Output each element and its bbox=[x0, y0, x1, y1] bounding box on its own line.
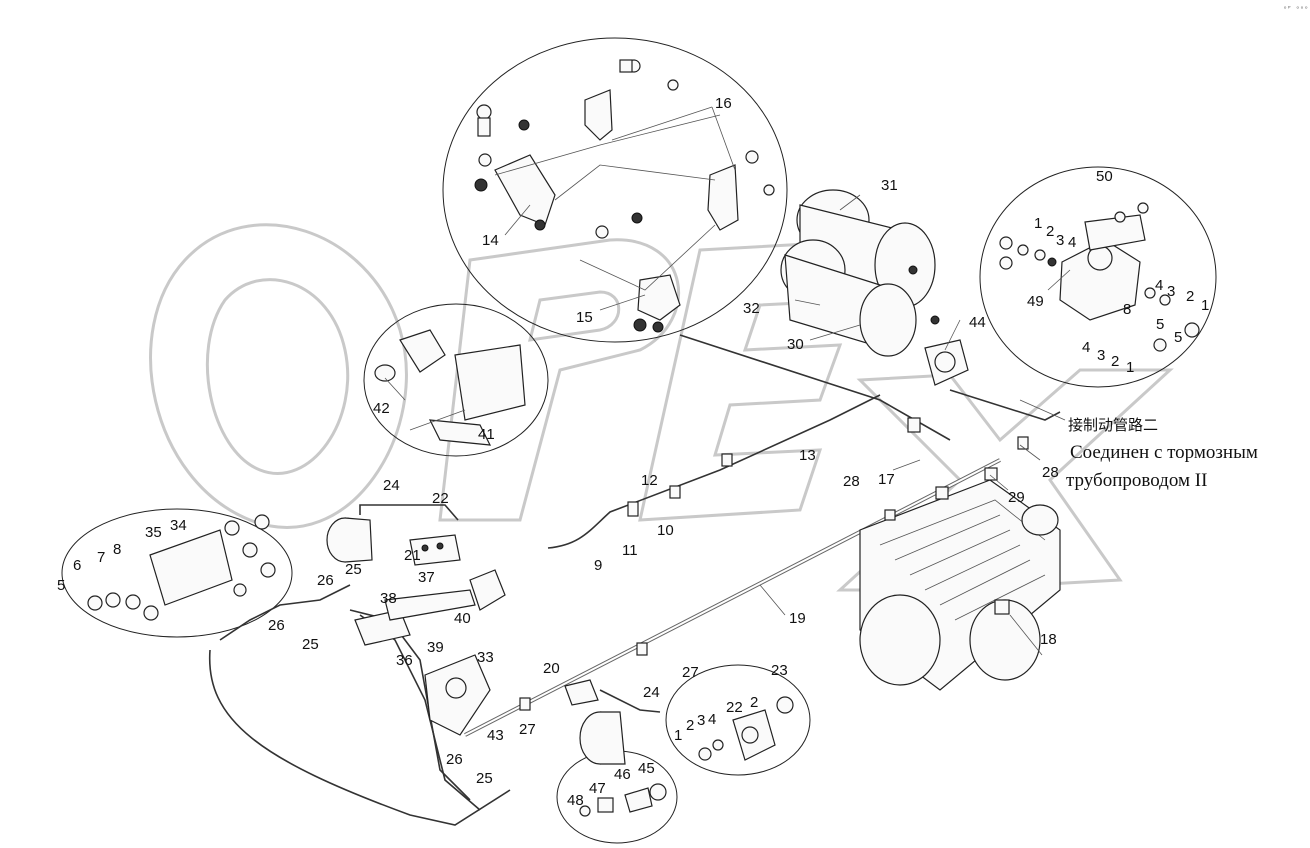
brake-chamber-bottom bbox=[564, 679, 626, 765]
callout-3b: 3 bbox=[1167, 283, 1175, 300]
callout-18: 18 bbox=[1040, 631, 1057, 648]
callout-11: 11 bbox=[622, 542, 638, 559]
callout-7l: 7 bbox=[97, 549, 105, 566]
callout-46: 46 bbox=[614, 766, 631, 783]
callout-43: 43 bbox=[487, 727, 504, 744]
callout-2b: 2 bbox=[1186, 288, 1194, 305]
callout-28a: 28 bbox=[843, 473, 860, 490]
callout-16: 16 bbox=[715, 95, 732, 112]
callout-2: 2 bbox=[1046, 223, 1054, 240]
callout-2c: 2 bbox=[1111, 353, 1119, 370]
callout-26c: 26 bbox=[446, 751, 463, 768]
callout-35: 35 bbox=[145, 524, 162, 541]
callout-13: 13 bbox=[799, 447, 816, 464]
fittings-detail-45-48 bbox=[579, 783, 667, 817]
callout-6: 5 bbox=[1156, 316, 1164, 333]
valve-group-lower-left bbox=[354, 589, 491, 736]
callout-39: 39 bbox=[427, 639, 444, 656]
callout-47: 47 bbox=[589, 780, 606, 797]
detail-circle-valve-right bbox=[979, 166, 1217, 388]
callout-22a: 22 bbox=[432, 490, 449, 507]
callout-4: 4 bbox=[1068, 234, 1076, 251]
corner-mark: ᵒᴾ ᵒᵒᵒ bbox=[1283, 5, 1308, 13]
callout-2d: 2 bbox=[750, 694, 758, 711]
callout-21: 21 bbox=[404, 547, 421, 564]
callout-1: 1 bbox=[1034, 215, 1042, 232]
callout-25c: 25 bbox=[476, 770, 493, 787]
note-russian-line1: Соединен с тормозным bbox=[1070, 442, 1258, 463]
detail-circle-valve-bottom bbox=[665, 664, 811, 776]
callout-30: 30 bbox=[787, 336, 804, 353]
callout-4d: 4 bbox=[708, 711, 716, 728]
callout-45: 45 bbox=[638, 760, 655, 777]
callout-23: 23 bbox=[771, 662, 788, 679]
callout-3: 3 bbox=[1056, 232, 1064, 249]
note-russian-line2: трубопроводом II bbox=[1066, 470, 1207, 491]
callout-15: 15 bbox=[576, 309, 593, 326]
detail-circle-bracket-left bbox=[363, 303, 549, 457]
callout-32: 32 bbox=[743, 300, 760, 317]
callout-17: 17 bbox=[878, 471, 895, 488]
callout-26a: 26 bbox=[317, 572, 334, 589]
valve-detail-bottom-right bbox=[698, 696, 794, 761]
callout-50: 50 bbox=[1096, 168, 1113, 185]
callout-25b: 25 bbox=[302, 636, 319, 653]
callout-1c: 1 bbox=[1126, 359, 1134, 376]
bracket-assembly-14-16 bbox=[474, 59, 775, 333]
callout-5: 5 bbox=[1174, 329, 1182, 346]
callout-24b: 24 bbox=[643, 684, 660, 701]
pipe-clips bbox=[519, 417, 1029, 711]
callout-49: 49 bbox=[1027, 293, 1044, 310]
callout-40: 40 bbox=[454, 610, 471, 627]
callout-44: 44 bbox=[969, 314, 986, 331]
callout-48: 48 bbox=[567, 792, 584, 809]
callout-20: 20 bbox=[543, 660, 560, 677]
callout-3d: 3 bbox=[697, 712, 705, 729]
callout-1d: 1 bbox=[674, 727, 682, 744]
connection-note: 接制动管路二 Соединен с тормозным трубопроводо… bbox=[1066, 416, 1258, 491]
detail-circle-connectors-left bbox=[61, 508, 293, 638]
battery-box-18 bbox=[859, 479, 1061, 691]
callout-34: 34 bbox=[170, 517, 187, 534]
callout-42: 42 bbox=[373, 400, 390, 417]
callout-8: 8 bbox=[1123, 301, 1131, 318]
callout-2e: 2 bbox=[686, 717, 694, 734]
callout-22b: 22 bbox=[726, 699, 743, 716]
callout-38: 38 bbox=[380, 590, 397, 607]
callout-labels: 1 2 3 4 50 49 4 3 2 1 8 5 5 4 3 2 1 16 1… bbox=[57, 95, 1209, 809]
callout-14: 14 bbox=[482, 232, 499, 249]
callout-4b: 4 bbox=[1155, 277, 1163, 294]
callout-12: 12 bbox=[641, 472, 658, 489]
callout-29: 29 bbox=[1008, 489, 1025, 506]
detail-circle-brackets bbox=[442, 37, 788, 343]
callout-9: 9 bbox=[594, 557, 602, 574]
connector-block-detail bbox=[87, 514, 276, 621]
brake-chamber-upper-left bbox=[326, 517, 506, 611]
callout-19: 19 bbox=[789, 610, 806, 627]
callout-3c: 3 bbox=[1097, 347, 1105, 364]
air-tank-assembly-30-32 bbox=[780, 189, 940, 357]
callout-10: 10 bbox=[657, 522, 674, 539]
callout-24a: 24 bbox=[383, 477, 400, 494]
callout-27a: 27 bbox=[519, 721, 536, 738]
callout-25a: 25 bbox=[345, 561, 362, 578]
callout-1b: 1 bbox=[1201, 297, 1209, 314]
callout-41: 41 bbox=[478, 426, 495, 443]
callout-5l: 5 bbox=[57, 577, 65, 594]
callout-8l: 8 bbox=[113, 541, 121, 558]
callout-4c: 4 bbox=[1082, 339, 1090, 356]
callout-31: 31 bbox=[881, 177, 898, 194]
chamber-bracket-41-42 bbox=[374, 329, 526, 446]
callout-27b: 27 bbox=[682, 664, 699, 681]
callout-36: 36 bbox=[396, 652, 413, 669]
callout-33: 33 bbox=[477, 649, 494, 666]
callout-37: 37 bbox=[418, 569, 435, 586]
valve-detail-49-50 bbox=[999, 202, 1200, 352]
callout-26b: 26 bbox=[268, 617, 285, 634]
note-chinese: 接制动管路二 bbox=[1068, 416, 1158, 434]
callout-28b: 28 bbox=[1042, 464, 1059, 481]
leader-lines bbox=[384, 106, 1071, 656]
callout-6l: 6 bbox=[73, 557, 81, 574]
